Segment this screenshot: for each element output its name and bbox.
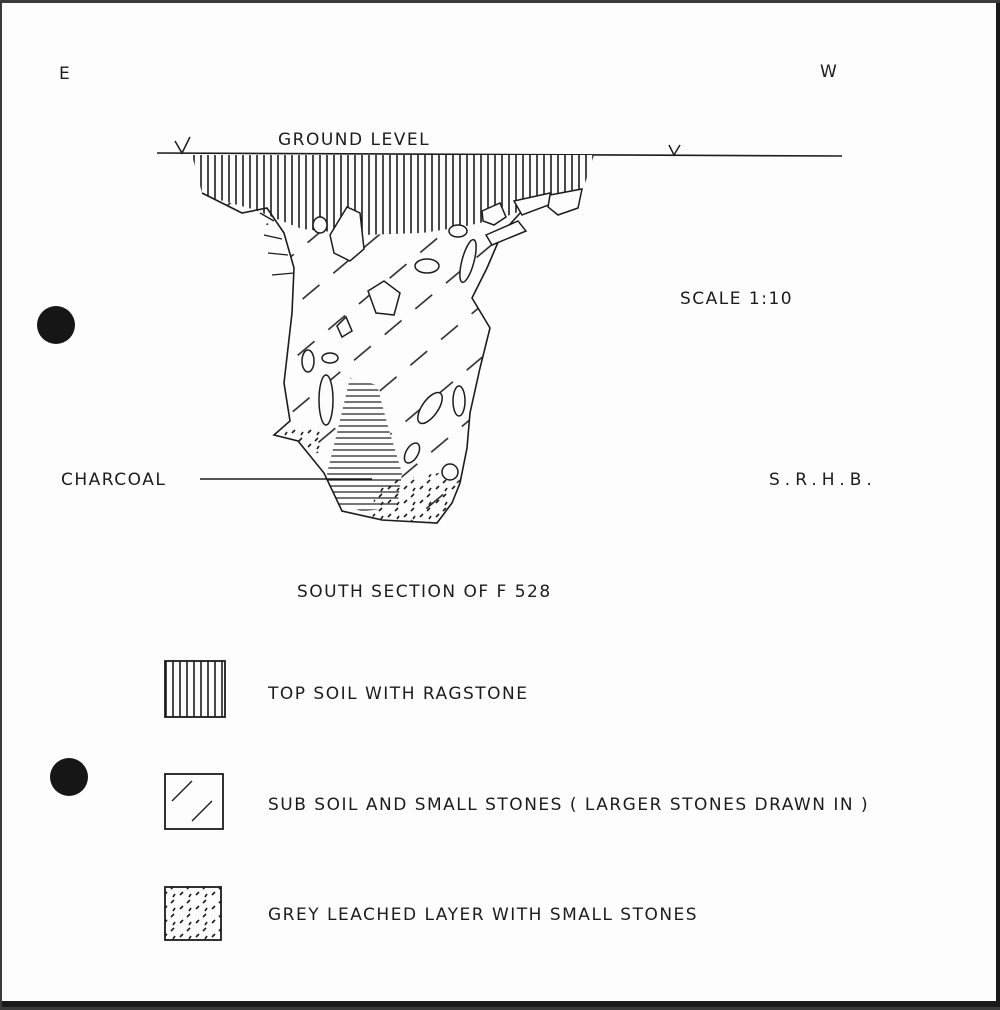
stone xyxy=(484,220,528,246)
section-title: SOUTH SECTION OF F 528 xyxy=(297,582,552,602)
pit-west-edge-detail xyxy=(259,212,295,276)
section-drawing xyxy=(156,136,843,941)
stone xyxy=(417,391,443,425)
legend-swatch-subsoil xyxy=(164,773,224,830)
ground-level-label: GROUND LEVEL xyxy=(278,130,431,150)
charcoal-label: CHARCOAL xyxy=(61,470,167,490)
stone xyxy=(459,238,477,284)
larger-stones xyxy=(301,188,583,481)
legend-label-subsoil: SUB SOIL AND SMALL STONES ( LARGER STONE… xyxy=(268,795,870,815)
stone xyxy=(329,206,365,262)
stone xyxy=(312,216,328,234)
stone xyxy=(321,352,339,364)
stone xyxy=(452,385,466,417)
drawing-sheet: E W GROUND LEVEL SCALE 1:10 CHARCOAL S.R… xyxy=(2,3,1000,1007)
punch-hole-lower xyxy=(50,758,88,796)
punch-hole-upper xyxy=(37,306,75,344)
ground-level-line xyxy=(156,152,843,157)
stone xyxy=(301,349,315,373)
stone xyxy=(547,188,583,216)
ground-marker-west-icon xyxy=(668,144,681,157)
stone xyxy=(367,280,401,316)
legend-swatch-topsoil xyxy=(164,660,226,718)
stone xyxy=(336,315,353,339)
legend-label-leached: GREY LEACHED LAYER WITH SMALL STONES xyxy=(268,905,699,925)
pit-outline xyxy=(201,192,523,524)
topsoil-hatch xyxy=(192,155,594,235)
stone xyxy=(441,463,459,481)
stone xyxy=(448,224,468,238)
stone xyxy=(403,442,421,464)
stone xyxy=(318,374,334,426)
legend-label-topsoil: TOP SOIL WITH RAGSTONE xyxy=(268,684,529,704)
stone xyxy=(414,258,440,274)
stone xyxy=(481,202,507,226)
leached-layer xyxy=(372,471,462,523)
west-label: W xyxy=(820,62,839,82)
leached-layer-west-edge xyxy=(278,428,324,453)
initials-label: S.R.H.B. xyxy=(769,470,877,490)
scale-label: SCALE 1:10 xyxy=(680,289,794,309)
ground-marker-east-icon xyxy=(174,136,191,155)
legend-swatch-leached xyxy=(164,886,222,941)
charcoal-hatch xyxy=(327,378,402,511)
east-label: E xyxy=(59,64,72,84)
